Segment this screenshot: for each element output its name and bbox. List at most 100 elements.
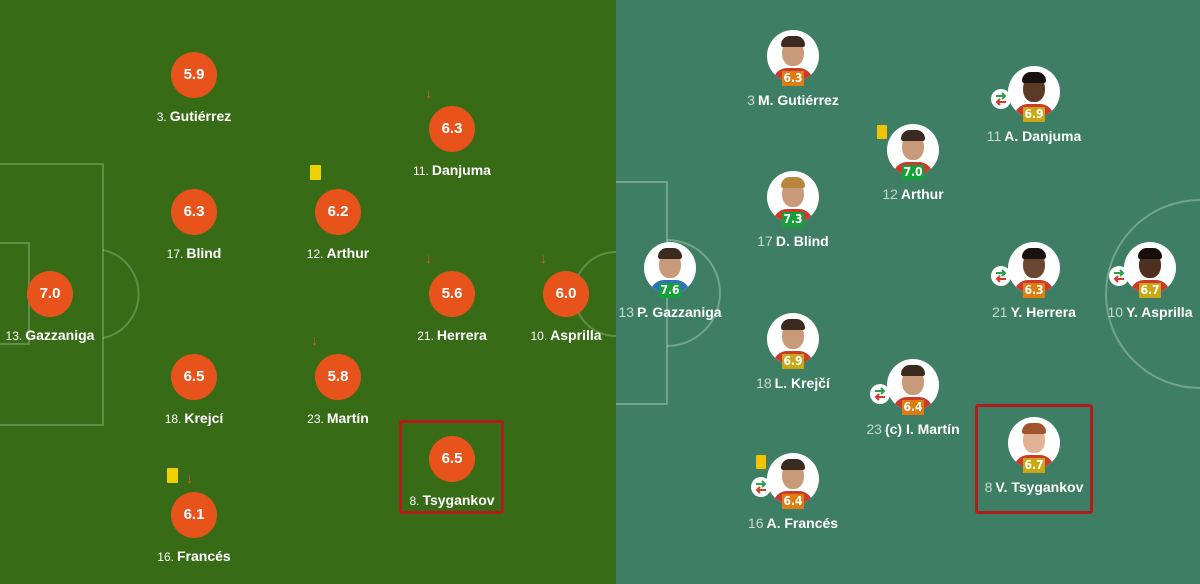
player-number: 12. bbox=[306, 247, 324, 261]
yellow-card-icon bbox=[167, 468, 178, 483]
player-number: 16 bbox=[747, 515, 764, 531]
player-rating: 6.7 bbox=[1139, 283, 1161, 298]
player-name-text: Martín bbox=[326, 410, 369, 426]
player-rating: 5.8 bbox=[315, 354, 361, 400]
player-rating: 7.3 bbox=[782, 212, 804, 227]
player-name-text: Herrera bbox=[436, 327, 487, 343]
player-number: 13 bbox=[618, 304, 634, 320]
player-blind[interactable]: 6.3 17.Blind bbox=[114, 189, 274, 261]
yellow-card-icon bbox=[877, 125, 887, 139]
player-name-text: Danjuma bbox=[431, 162, 491, 178]
player-name: 18.Krejcí bbox=[114, 410, 274, 426]
highlight-box bbox=[399, 420, 504, 514]
player-name: 13.Gazzaniga bbox=[0, 327, 130, 343]
player-krejci[interactable]: 6.5 18.Krejcí bbox=[114, 354, 274, 426]
highlight-box bbox=[975, 404, 1093, 514]
substitution-icon bbox=[870, 384, 890, 404]
player-number: 18 bbox=[756, 375, 772, 391]
player-number: 8. bbox=[409, 494, 420, 508]
substituted-off-arrow-icon: ↓ bbox=[540, 250, 547, 266]
player-name-text: L. Krejčí bbox=[774, 375, 830, 391]
player-name-text: A. Francés bbox=[766, 515, 839, 531]
player-name: 16.Francés bbox=[114, 548, 274, 564]
player-rating: 6.3 bbox=[429, 106, 475, 152]
player-rating: 6.9 bbox=[782, 354, 804, 369]
player-rating: 6.5 bbox=[171, 354, 217, 400]
player-number: 11. bbox=[413, 164, 429, 178]
player-name: 23(c) I. Martín bbox=[823, 421, 1003, 437]
player-name: 3.Gutiérrez bbox=[114, 108, 274, 124]
player-number: 21. bbox=[417, 329, 434, 343]
player-name: 10.Asprilla bbox=[486, 327, 616, 343]
player-asprilla[interactable]: 6.0 10.Asprilla bbox=[486, 271, 616, 343]
player-name-text: Blind bbox=[186, 245, 222, 261]
player-herrera[interactable]: 5.6 21.Herrera bbox=[372, 271, 532, 343]
player-number: 10. bbox=[530, 329, 548, 343]
player-name-text: Tsygankov bbox=[422, 492, 495, 508]
player-number: 23. bbox=[307, 412, 324, 426]
player-name-text: M. Gutiérrez bbox=[757, 92, 839, 108]
player-arthur[interactable]: 6.2 12.Arthur bbox=[258, 189, 418, 261]
player-number: 3. bbox=[156, 110, 167, 124]
player-name: 12.Arthur bbox=[258, 245, 418, 261]
player-rating: 6.9 bbox=[1023, 107, 1045, 122]
substitution-icon bbox=[991, 89, 1011, 109]
player-rating: 6.3 bbox=[171, 189, 217, 235]
player-name-text: P. Gazzaniga bbox=[637, 304, 722, 320]
player-tsygankov[interactable]: 6.5 8.Tsygankov bbox=[372, 436, 532, 508]
player-gazzaniga[interactable]: 7.0 13.Gazzaniga bbox=[0, 271, 130, 343]
player-rating: 6.4 bbox=[902, 400, 924, 415]
player-danjuma[interactable]: 6.3 11.Danjuma bbox=[372, 106, 532, 178]
player-number: 18. bbox=[164, 412, 182, 426]
player-rating: 7.6 bbox=[659, 283, 681, 298]
player-rating: 7.0 bbox=[902, 165, 924, 180]
player-rating: 6.5 bbox=[429, 436, 475, 482]
player-rating: 6.0 bbox=[543, 271, 589, 317]
substitution-icon bbox=[991, 266, 1011, 286]
player-name-text: Krejcí bbox=[184, 410, 224, 426]
player-name: 21.Herrera bbox=[372, 327, 532, 343]
player-rating: 6.4 bbox=[782, 494, 804, 509]
player-number: 17. bbox=[166, 247, 184, 261]
player-name-text: (c) I. Martín bbox=[884, 421, 960, 437]
substituted-off-arrow-icon: ↓ bbox=[425, 85, 432, 101]
player-number: 12 bbox=[882, 186, 898, 202]
player-name-text: Francés bbox=[176, 548, 231, 564]
player-number: 8 bbox=[984, 479, 993, 495]
player-frances[interactable]: 6.1 16.Francés bbox=[114, 492, 274, 564]
player-name-text: D. Blind bbox=[775, 233, 829, 249]
player-rating: 6.3 bbox=[1023, 283, 1045, 298]
player-rating: 6.7 bbox=[1023, 458, 1045, 473]
player-name-text: Gutiérrez bbox=[169, 108, 232, 124]
player-number: 21 bbox=[992, 304, 1008, 320]
player-gutierrez[interactable]: 5.9 3.Gutiérrez bbox=[114, 52, 274, 124]
player-number: 10 bbox=[1107, 304, 1124, 320]
player-martin[interactable]: 5.8 23.Martín bbox=[258, 354, 418, 426]
yellow-card-icon bbox=[310, 165, 321, 180]
player-name-text: V. Tsygankov bbox=[995, 479, 1084, 495]
player-i-martin[interactable]: 6.4 23(c) I. Martín bbox=[823, 359, 1003, 437]
player-name: 11.Danjuma bbox=[372, 162, 532, 178]
substituted-off-arrow-icon: ↓ bbox=[186, 470, 193, 486]
substituted-off-arrow-icon: ↓ bbox=[311, 332, 318, 348]
player-number: 3 bbox=[747, 92, 755, 108]
player-number: 16. bbox=[157, 550, 174, 564]
player-rating: 6.3 bbox=[782, 71, 804, 86]
